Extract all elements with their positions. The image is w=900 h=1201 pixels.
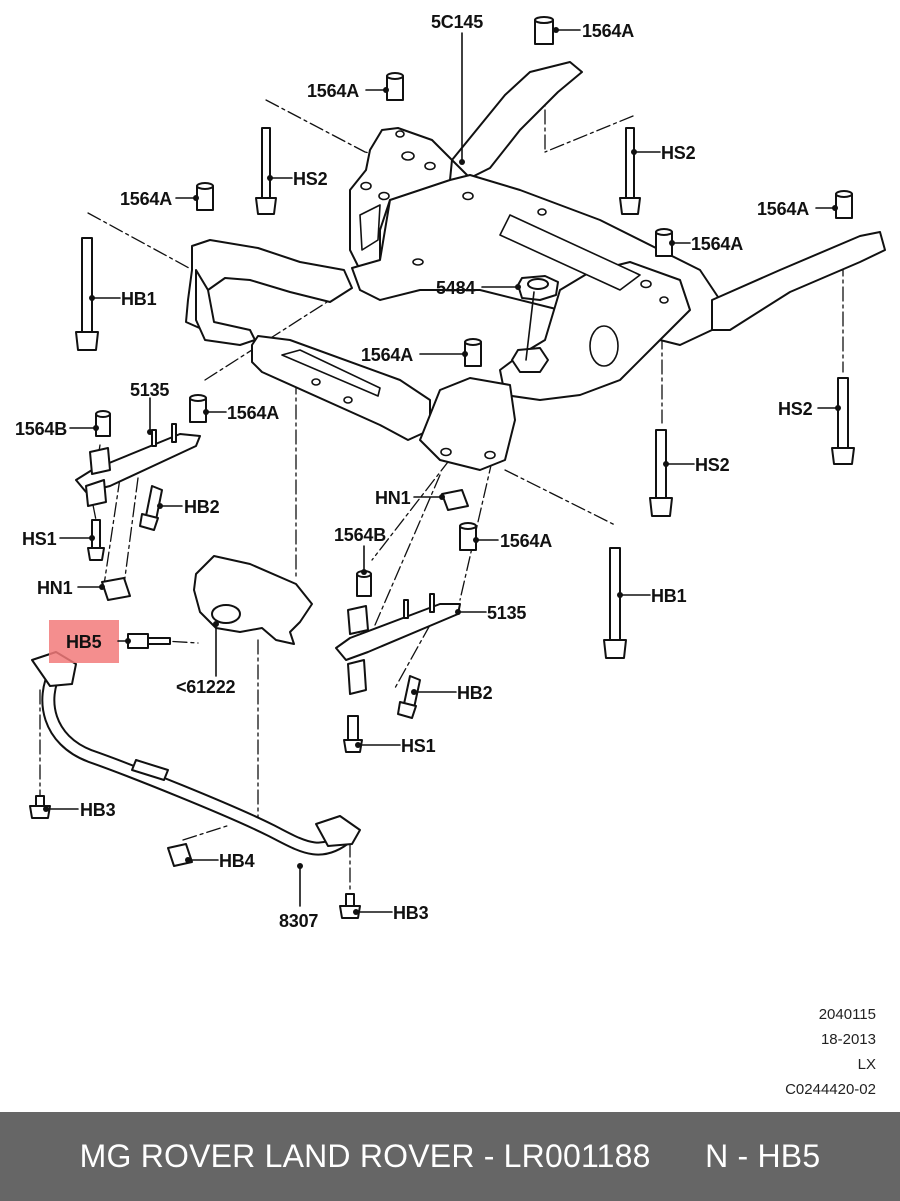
top-mount-5484 — [511, 275, 559, 373]
callout-hb2[interactable]: HB2 — [457, 683, 493, 703]
callout-1564a[interactable]: 1564A — [500, 531, 552, 551]
callout-hn1[interactable]: HN1 — [375, 488, 411, 508]
callout-1564b[interactable]: 1564B — [334, 525, 386, 545]
callout-hb1[interactable]: HB1 — [651, 586, 687, 606]
callout-1564a[interactable]: 1564A — [582, 21, 634, 41]
callout-hs1[interactable]: HS1 — [22, 529, 57, 549]
callout-1564a[interactable]: 1564A — [757, 199, 809, 219]
bushings — [95, 16, 853, 597]
callout-1564a[interactable]: 1564A — [120, 189, 172, 209]
callout-1564a[interactable]: 1564A — [361, 345, 413, 365]
callout-hn1[interactable]: HN1 — [37, 578, 73, 598]
callout-hs2[interactable]: HS2 — [293, 169, 328, 189]
callout-hb1[interactable]: HB1 — [121, 289, 157, 309]
long-bolts — [75, 127, 855, 659]
callout-1564b[interactable]: 1564B — [15, 419, 67, 439]
callout-hs2[interactable]: HS2 — [661, 143, 696, 163]
mount-plate-left — [75, 423, 201, 601]
callout-1564a[interactable]: 1564A — [691, 234, 743, 254]
callout-5135[interactable]: 5135 — [130, 380, 170, 400]
callout-hb3[interactable]: HB3 — [393, 903, 429, 923]
footer-part-number: MG ROVER LAND ROVER - LR001188 — [79, 1138, 651, 1174]
callout-5484[interactable]: 5484 — [436, 278, 476, 298]
leader-dots — [43, 27, 841, 915]
callout-1564a[interactable]: 1564A — [307, 81, 359, 101]
callout-labels: 5C145 1564A 1564A HS2 HS2 1564A 1564A 15… — [15, 12, 813, 931]
callout-1564a[interactable]: 1564A — [227, 403, 279, 423]
footer-caption: MG ROVER LAND ROVER - LR001188 N - HB5 — [80, 1138, 821, 1175]
callout-5135[interactable]: 5135 — [487, 603, 527, 623]
callout-hb5[interactable]: HB5 — [66, 632, 102, 652]
callout-hb4[interactable]: HB4 — [219, 851, 255, 871]
subframe-details — [281, 130, 669, 460]
callout-5c145[interactable]: 5C145 — [431, 12, 483, 32]
callout-hb2[interactable]: HB2 — [184, 497, 220, 517]
callout-hs2[interactable]: HS2 — [778, 399, 813, 419]
callout-hs1[interactable]: HS1 — [401, 736, 436, 756]
callout-hs2[interactable]: HS2 — [695, 455, 730, 475]
footer-bar: MG ROVER LAND ROVER - LR001188 N - HB5 — [0, 1112, 900, 1201]
exploded-parts-diagram: 5C145 1564A 1564A HS2 HS2 1564A 1564A 15… — [15, 12, 886, 931]
footer-callout: N - HB5 — [705, 1138, 821, 1174]
callout-8307[interactable]: 8307 — [279, 911, 319, 931]
mount-plate-center — [335, 489, 469, 753]
bracket-61222 — [127, 555, 313, 649]
subframe-assembly-illustration: 5C145 1564A 1564A HS2 HS2 1564A 1564A 15… — [15, 12, 886, 931]
callout-61222[interactable]: <61222 — [176, 677, 236, 697]
callout-hb3[interactable]: HB3 — [80, 800, 116, 820]
leader-lines — [45, 29, 839, 913]
hb5-highlight-box — [49, 620, 119, 663]
